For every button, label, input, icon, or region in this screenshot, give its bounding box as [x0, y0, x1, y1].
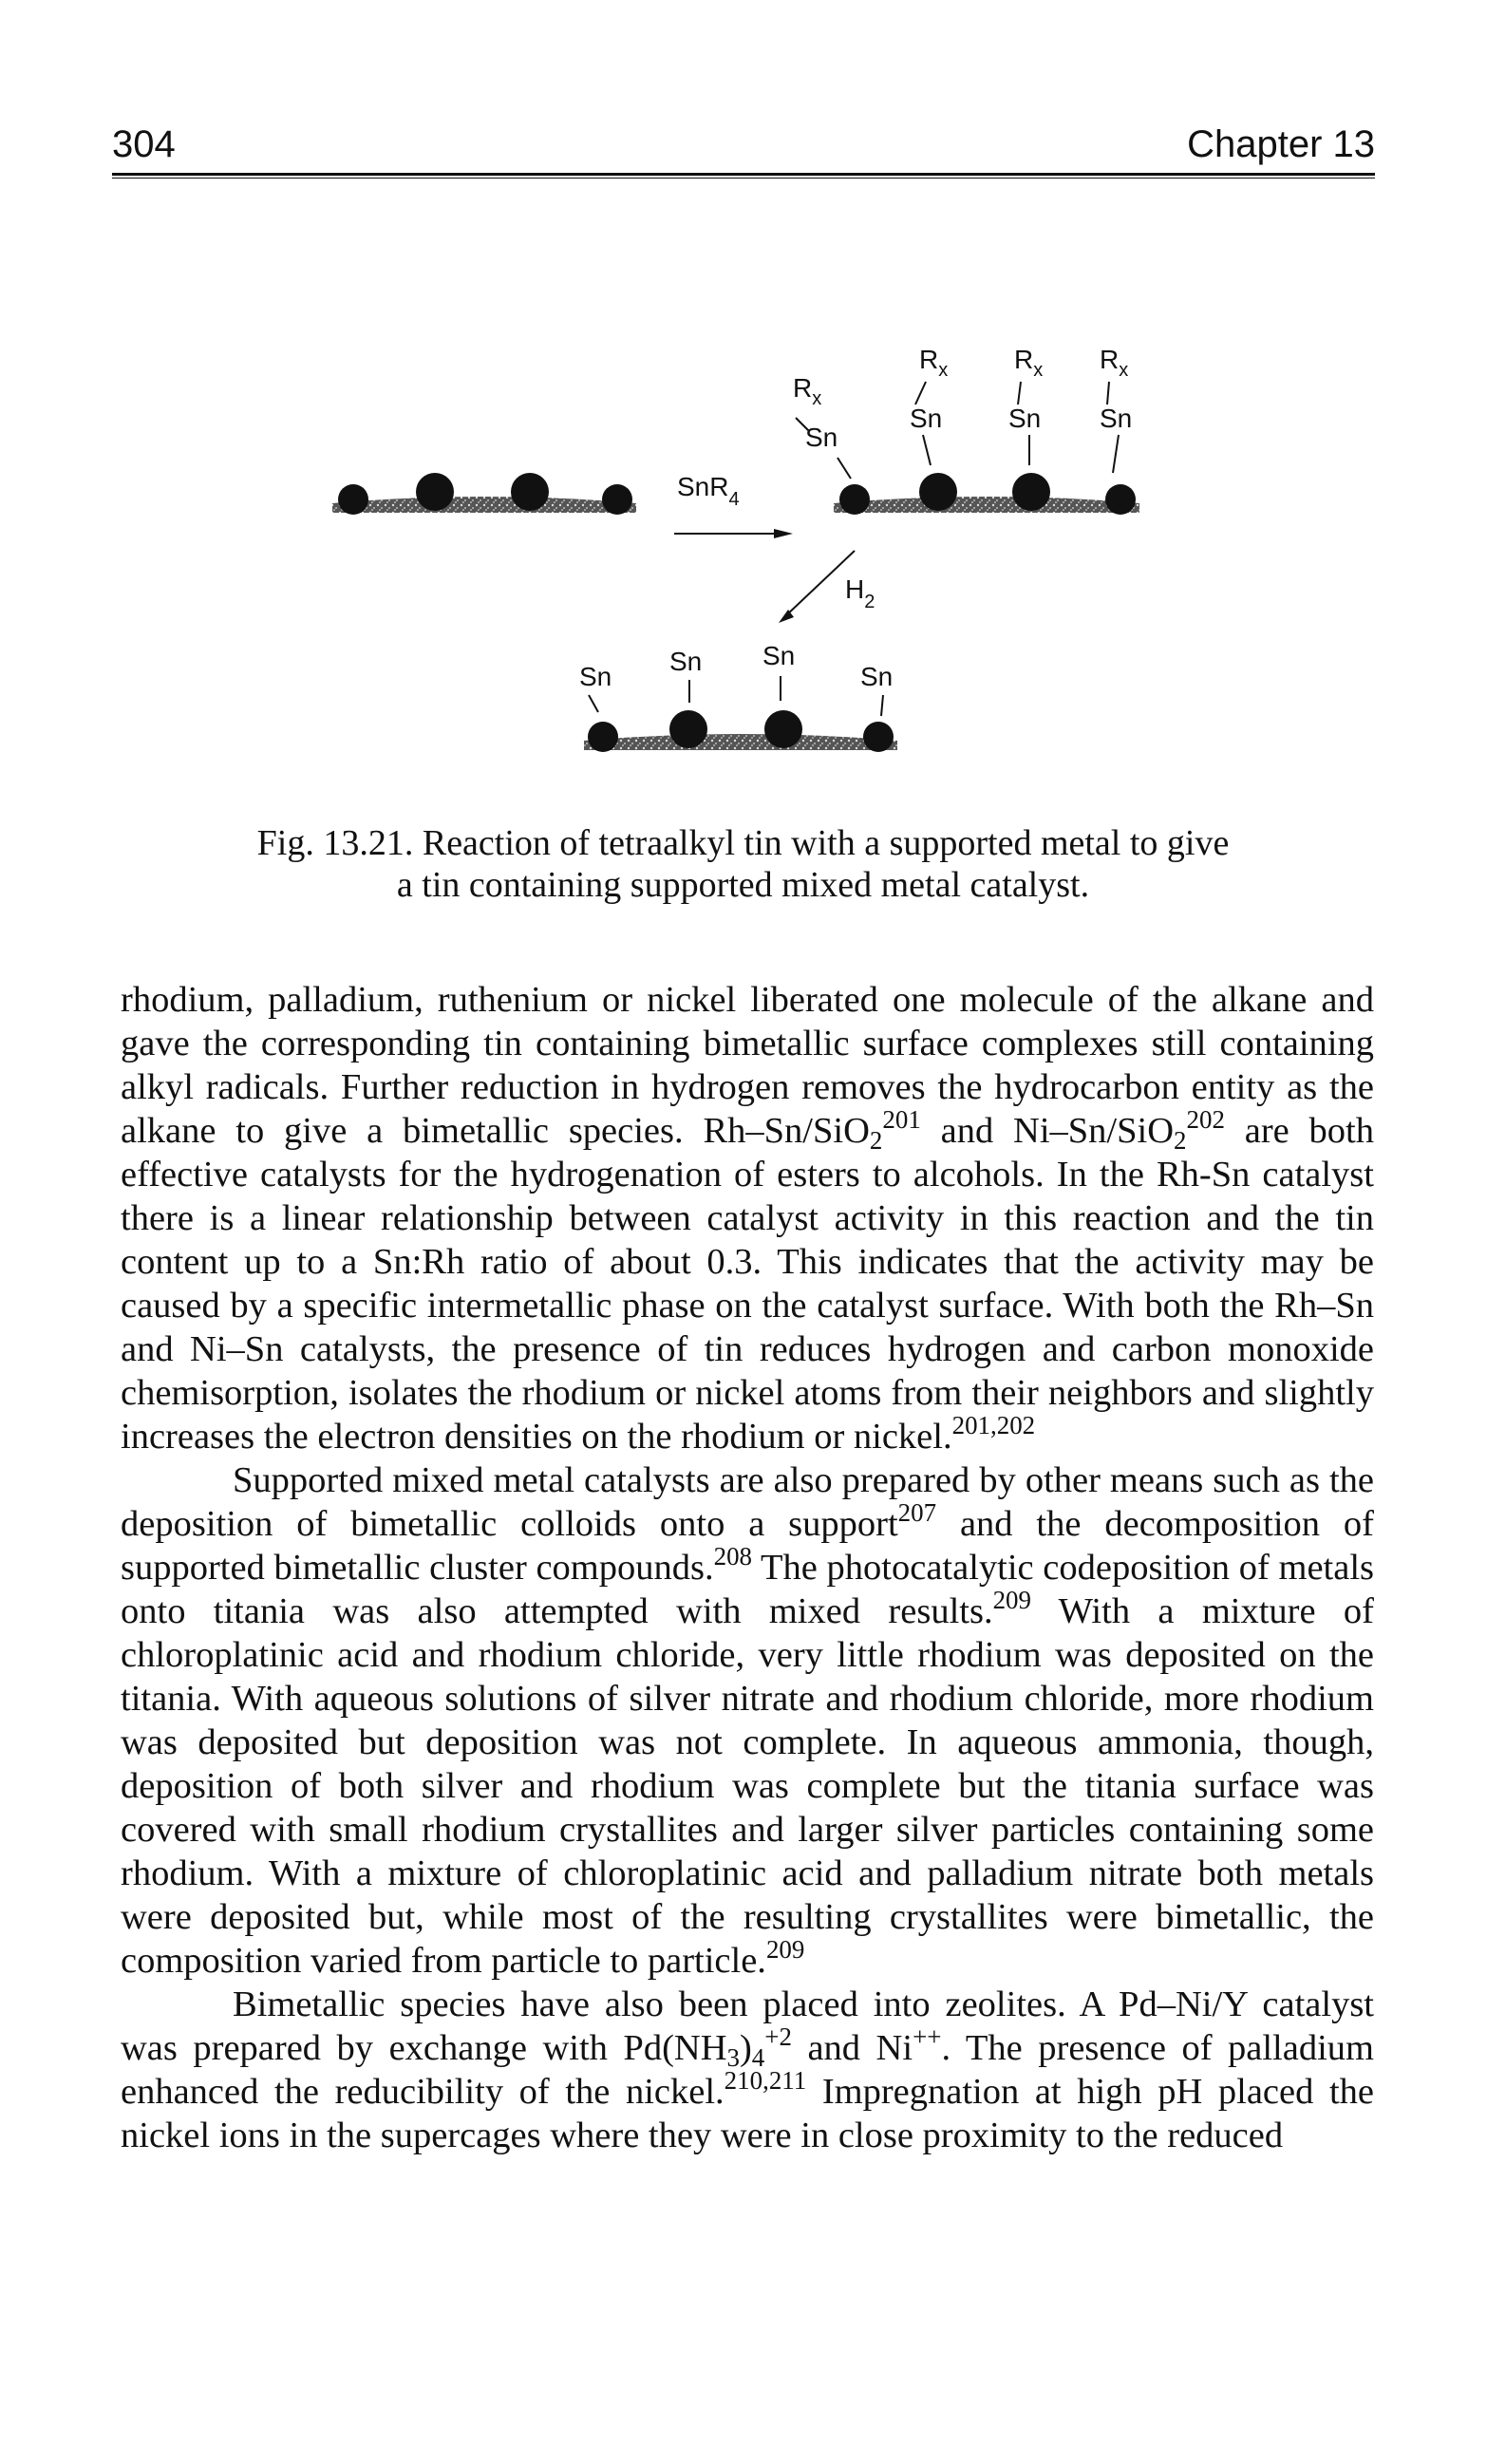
svg-text:Sn: Sn — [579, 662, 612, 691]
page-header: 304 Chapter 13 — [112, 122, 1375, 179]
reagent-subscript: 4 — [728, 489, 739, 510]
svg-text:SnR4: SnR4 — [677, 472, 740, 510]
reference: 210,211 — [724, 2066, 807, 2096]
svg-text:Sn: Sn — [805, 423, 838, 452]
svg-text:Rx: Rx — [1014, 345, 1043, 381]
caption-line-1: Fig. 13.21. Reaction of tetraalkyl tin w… — [256, 823, 1230, 863]
support-right — [834, 473, 1139, 515]
chapter-label: Chapter 13 — [1187, 123, 1375, 165]
reference: 209 — [765, 1935, 805, 1965]
svg-text:H2: H2 — [845, 574, 875, 612]
svg-text:Rx: Rx — [919, 345, 948, 381]
svg-text:Sn: Sn — [762, 641, 795, 670]
page-number: 304 — [112, 123, 176, 165]
reaction-figure: SnR4 Rx Sn Rx Sn Rx Sn — [285, 313, 1215, 807]
paragraph-2: Supported mixed metal catalysts are also… — [121, 1460, 1375, 1981]
h2-arrow: H2 — [779, 550, 875, 623]
sn-rx-group-2: Rx Sn — [910, 345, 948, 466]
paragraph-1: rhodium, palladium, ruthenium or nickel … — [121, 980, 1374, 1457]
reagent-arrow: SnR4 — [674, 472, 793, 538]
svg-text:Rx: Rx — [793, 373, 821, 409]
body-text: rhodium, palladium, ruthenium or nickel … — [121, 978, 1374, 2157]
svg-text:Sn: Sn — [1100, 404, 1132, 433]
sn-rx-group-1: Rx Sn — [793, 373, 852, 480]
reference: 207 — [897, 1498, 937, 1528]
support-left — [332, 473, 636, 515]
svg-text:Rx: Rx — [1100, 345, 1128, 381]
reference: 208 — [713, 1542, 753, 1571]
figure-caption: Fig. 13.21. Reaction of tetraalkyl tin w… — [190, 822, 1296, 906]
svg-text:Sn: Sn — [910, 404, 942, 433]
svg-text:Sn: Sn — [1008, 404, 1041, 433]
svg-text:Sn: Sn — [860, 662, 893, 691]
reagent-label: SnR — [677, 472, 728, 501]
sn-rx-group-4: Rx Sn — [1100, 345, 1132, 474]
header-rule — [112, 173, 1375, 179]
reference: 209 — [992, 1586, 1031, 1615]
svg-text:Sn: Sn — [669, 647, 702, 676]
support-bottom: Sn Sn Sn Sn — [579, 641, 897, 752]
paragraph-3: Bimetallic species have also been placed… — [121, 1984, 1374, 2155]
caption-line-2: a tin containing supported mixed metal c… — [396, 865, 1090, 905]
reference: 201,202 — [951, 1411, 1036, 1440]
sn-rx-group-3: Rx Sn — [1008, 345, 1043, 465]
reference: 201 — [882, 1105, 921, 1135]
reference: 202 — [1186, 1105, 1225, 1135]
